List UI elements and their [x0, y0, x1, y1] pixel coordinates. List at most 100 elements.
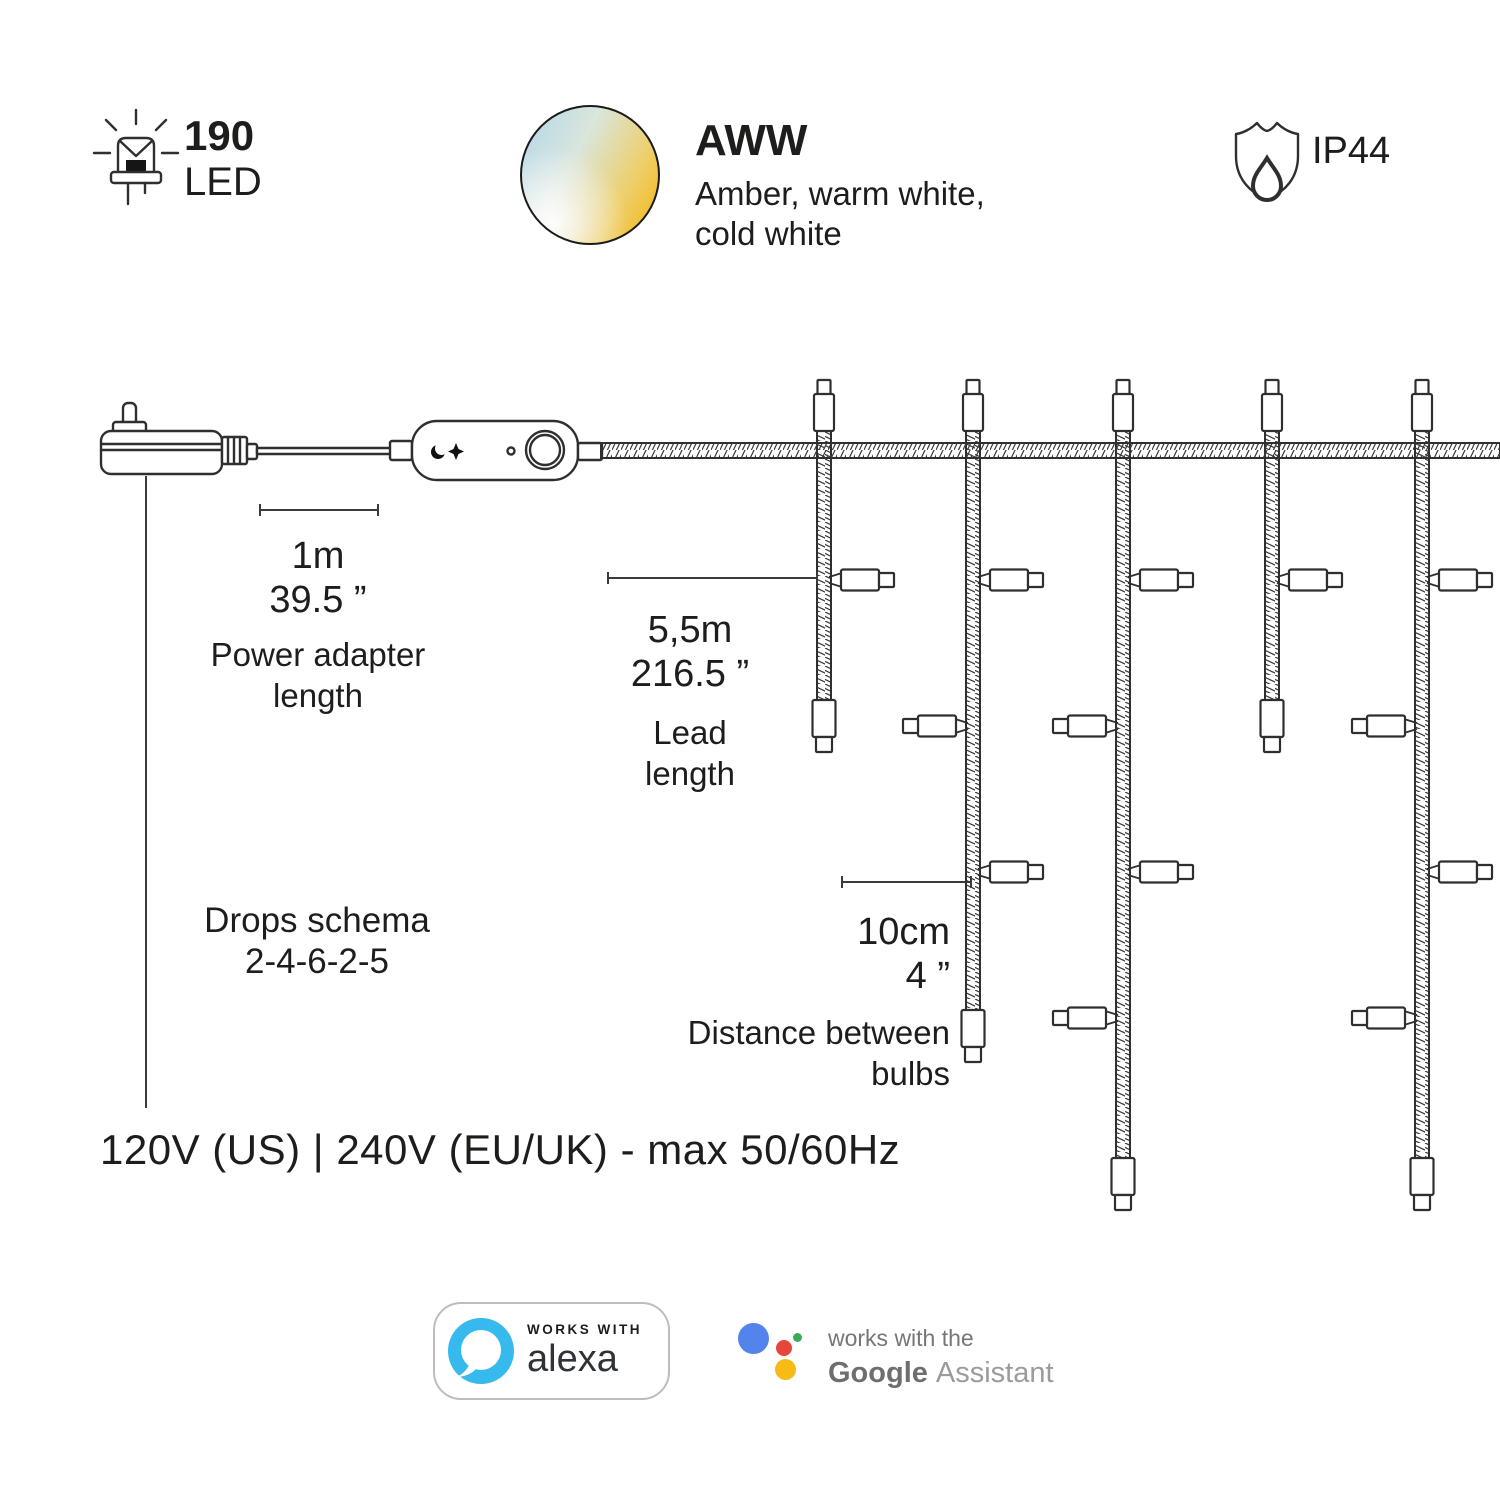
adapter-length-line	[259, 504, 379, 516]
lead-length-line	[607, 572, 818, 584]
controller-button	[524, 429, 566, 471]
hanger-bulb	[1111, 392, 1135, 433]
icicle-drop	[901, 378, 1045, 1064]
drop-strand	[1414, 424, 1430, 1159]
hanger-cap	[1414, 378, 1430, 397]
side-bulb	[1066, 1006, 1108, 1030]
hanger-cap	[1264, 378, 1280, 397]
drop-strand	[1264, 424, 1280, 701]
aww-gradient-circle-icon	[520, 105, 660, 245]
hanger-bulb	[961, 392, 985, 433]
led-diode-icon	[92, 108, 180, 206]
hanger-bulb	[1260, 392, 1284, 433]
side-bulb	[1365, 1006, 1407, 1030]
side-bulb	[988, 860, 1030, 884]
controller-drawing	[388, 419, 604, 482]
side-bulb	[1365, 714, 1407, 738]
bulb-distance-block: 10cm 4 ” Distance between bulbs	[650, 910, 950, 1094]
power-adapter-drawing	[99, 401, 393, 476]
side-bulb	[988, 568, 1030, 592]
google-brand-text: Google	[828, 1357, 928, 1389]
side-bulb-cap	[1176, 571, 1195, 589]
drops-schema-value: 2-4-6-2-5	[245, 942, 389, 981]
bottom-bulb-cap	[1262, 735, 1282, 754]
bottom-bulb-cap	[1412, 1193, 1432, 1212]
google-assistant-logo-icon	[738, 1323, 810, 1383]
bottom-bulb-cap	[1113, 1193, 1133, 1212]
side-bulb-cap	[1475, 863, 1494, 881]
hanger-bulb	[1410, 392, 1434, 433]
adapter-cable	[255, 446, 393, 456]
bottom-bulb-cap	[963, 1045, 983, 1064]
side-bulb-cap	[1350, 717, 1369, 735]
side-bulb	[1066, 714, 1108, 738]
color-mode-title: AWW	[695, 116, 808, 165]
side-bulb-cap	[877, 571, 896, 589]
drop-strand	[816, 424, 832, 701]
side-bulb-cap	[1350, 1009, 1369, 1027]
controller-logo-icon	[431, 442, 464, 460]
bulb-distance-imperial: 4 ”	[905, 955, 950, 997]
alexa-logo-icon	[448, 1318, 514, 1384]
works-with-alexa-badge: WORKS WITH alexa	[433, 1302, 670, 1400]
side-bulb-cap	[1176, 863, 1195, 881]
main-wire	[600, 442, 1500, 459]
side-bulb	[1287, 568, 1329, 592]
icicle-drop	[1259, 378, 1344, 754]
ip-rating-label: IP44	[1312, 130, 1391, 172]
icicle-drop	[1350, 378, 1494, 1212]
color-mode-description: Amber, warm white, cold white	[695, 175, 985, 252]
side-bulb-cap	[1051, 717, 1070, 735]
bottom-bulb	[1409, 1156, 1435, 1197]
hanger-bulb	[812, 392, 836, 433]
side-bulb	[1437, 860, 1479, 884]
measurement-lines	[145, 476, 972, 1108]
hanger-cap	[1115, 378, 1131, 397]
bulb-distance-metric: 10cm	[857, 911, 950, 953]
hanger-cap	[816, 378, 832, 397]
bulb-distance-label: Distance between bulbs	[687, 1014, 950, 1092]
bottom-bulb	[960, 1008, 986, 1049]
side-bulb	[916, 714, 958, 738]
shield-water-drop-icon	[1234, 121, 1300, 202]
side-bulb-cap	[1026, 571, 1045, 589]
google-works-with-text: works with the	[828, 1325, 974, 1351]
side-bulb-cap	[1325, 571, 1344, 589]
drop-strand	[1115, 424, 1131, 1159]
power-spec-text: 120V (US) | 240V (EU/UK) - max 50/60Hz	[100, 1126, 901, 1173]
side-bulb-cap	[1051, 1009, 1070, 1027]
hanger-cap	[965, 378, 981, 397]
bottom-bulb	[1110, 1156, 1136, 1197]
adapter-length-metric: 1m	[291, 535, 345, 577]
led-count-label: LED	[184, 160, 262, 204]
side-bulb-cap	[901, 717, 920, 735]
google-green-circle	[793, 1333, 802, 1342]
icicle-drops-drawing	[811, 378, 1494, 1212]
google-yellow-circle	[775, 1359, 796, 1380]
lead-length-imperial: 216.5 ”	[630, 653, 750, 695]
bottom-bulb	[1259, 698, 1285, 739]
side-bulb	[839, 568, 881, 592]
drops-schema-label: Drops schema	[204, 901, 430, 940]
icicle-drop	[1051, 378, 1195, 1212]
google-red-circle	[776, 1340, 792, 1356]
alexa-brand-text: alexa	[527, 1337, 618, 1380]
google-blue-circle	[738, 1323, 769, 1354]
bottom-bulb-cap	[814, 735, 834, 754]
drop-strand	[965, 424, 981, 1011]
side-bulb	[1138, 860, 1180, 884]
controller-led-dot	[506, 446, 516, 456]
side-bulb	[1138, 568, 1180, 592]
adapter-length-label: Power adapter length	[210, 636, 426, 714]
drops-schema-block: Drops schema 2-4-6-2-5	[192, 900, 442, 982]
power-adapter-length-block: 1m 39.5 ” Power adapter length	[193, 534, 443, 716]
lead-length-label: Lead length	[645, 714, 735, 792]
google-product-text: Assistant	[935, 1357, 1054, 1389]
alexa-works-with-text: WORKS WITH	[527, 1321, 642, 1337]
side-bulb-cap	[1026, 863, 1045, 881]
led-count: 190	[184, 112, 255, 159]
bottom-bulb	[811, 698, 837, 739]
